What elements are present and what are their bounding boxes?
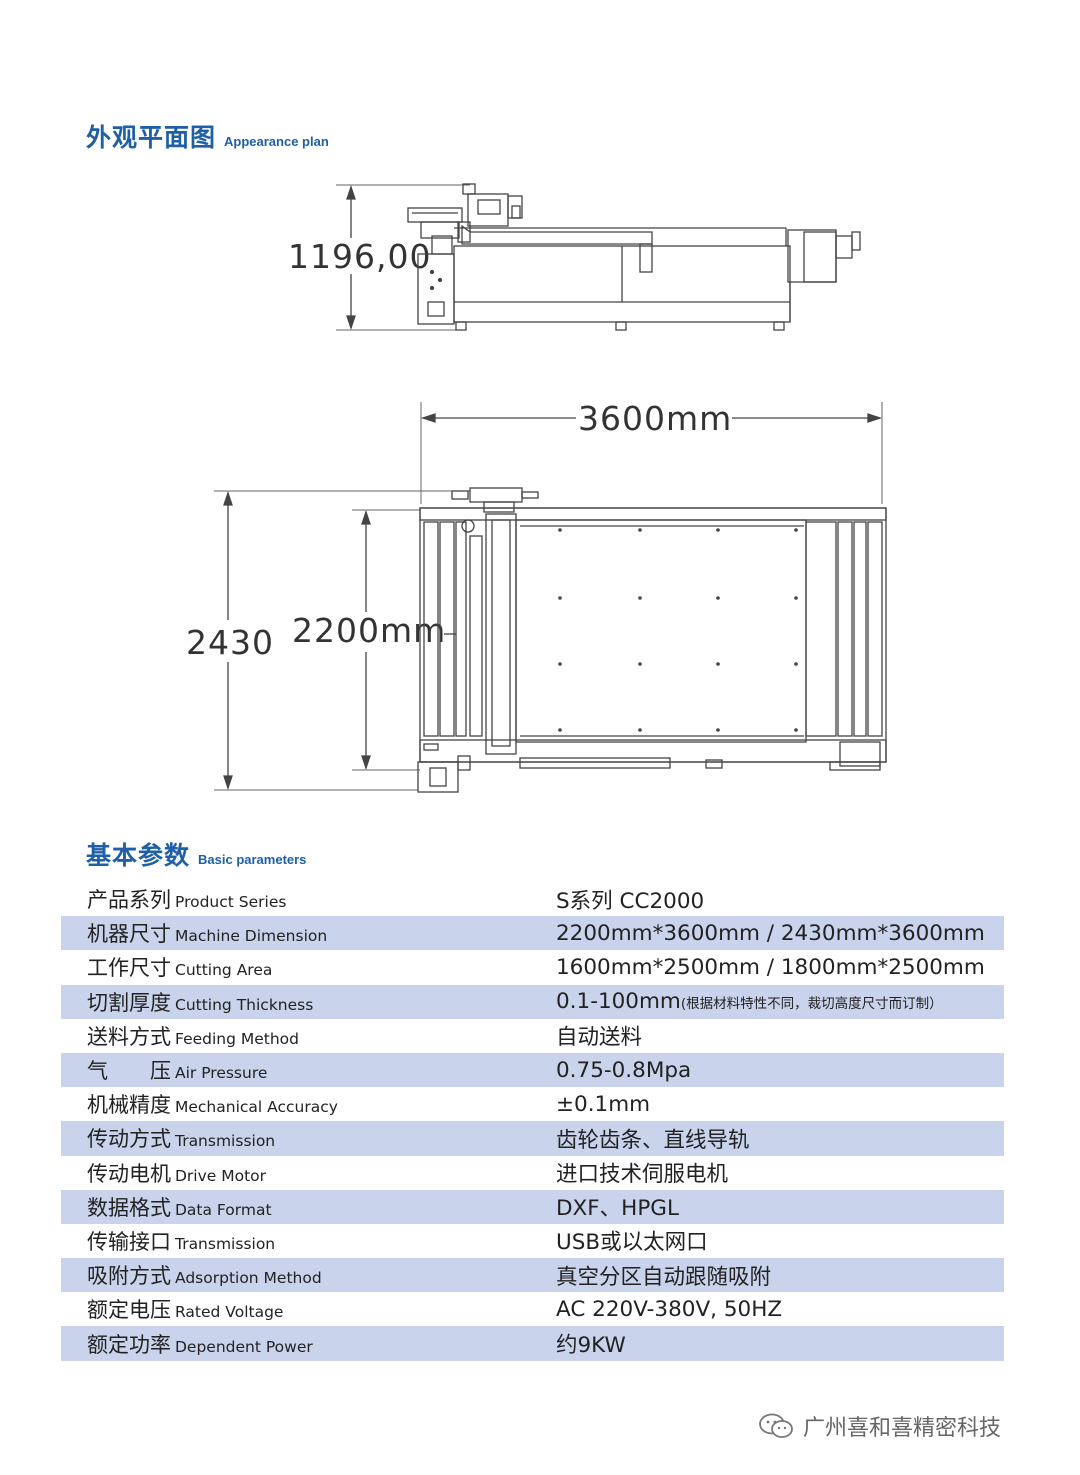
param-label-en: Adsorption Method <box>175 1269 322 1288</box>
param-value: 真空分区自动跟随吸附 <box>556 1264 772 1290</box>
param-value: ±0.1mm <box>556 1091 651 1117</box>
param-value: 1600mm*2500mm / 1800mm*2500mm <box>556 954 985 980</box>
param-value: 进口技术伺服电机 <box>556 1162 729 1188</box>
param-label-zh: 传动电机 <box>87 1161 171 1186</box>
param-label-en: Drive Motor <box>175 1166 267 1185</box>
param-value: 0.75-0.8Mpa <box>556 1057 692 1083</box>
param-label-en: Dependent Power <box>175 1337 313 1356</box>
param-value: 约9KW <box>556 1333 626 1359</box>
param-value: 0.1-100mm(根据材料特性不同，裁切高度尺寸而订制） <box>556 989 943 1014</box>
section-title-zh: 基本参数 <box>86 841 191 870</box>
param-label-zh: 工作尺寸 <box>87 956 171 981</box>
param-label-en: Cutting Area <box>175 961 273 980</box>
basic-parameters-title: 基本参数 Basic parameters <box>86 836 306 872</box>
param-label-zh: 传输接口 <box>87 1229 171 1254</box>
param-label-zh: 机器尺寸 <box>87 922 171 947</box>
param-label-en: Air Pressure <box>175 1064 268 1083</box>
param-label-en: Transmission <box>175 1132 276 1151</box>
param-value: AC 220V-380V, 50HZ <box>556 1296 783 1322</box>
param-value: 自动送料 <box>556 1025 643 1051</box>
param-value: USB或以太网口 <box>556 1230 708 1256</box>
watermark-text: 广州喜和喜精密科技 <box>803 1416 1002 1441</box>
param-label-en: Machine Dimension <box>175 927 328 946</box>
inner-width-label: 2200mm <box>292 611 446 650</box>
param-label-zh: 数据格式 <box>87 1195 171 1220</box>
param-label-en: Product Series <box>175 893 287 912</box>
length-dimension-label: 3600mm <box>578 399 732 438</box>
param-label-en: Cutting Thickness <box>175 995 314 1014</box>
param-label-en: Feeding Method <box>175 1029 300 1048</box>
param-label-zh: 气 压 <box>87 1059 171 1084</box>
param-value-main: 0.1-100mm <box>556 989 681 1015</box>
param-label-en: Rated Voltage <box>175 1303 284 1322</box>
height-dimension-label: 1196,00 <box>288 237 431 276</box>
param-label-zh: 切割厚度 <box>87 990 171 1015</box>
param-label-zh: 额定功率 <box>87 1332 171 1357</box>
param-value: 2200mm*3600mm / 2430mm*3600mm <box>556 920 985 946</box>
param-label-en: Mechanical Accuracy <box>175 1098 338 1117</box>
outer-width-label: 2430 <box>186 623 274 662</box>
param-label-zh: 产品系列 <box>87 888 171 913</box>
param-value-note: (根据材料特性不同，裁切高度尺寸而订制） <box>680 996 943 1013</box>
param-label-zh: 吸附方式 <box>87 1264 171 1289</box>
machine-drawing: 1196,00 <box>184 183 887 793</box>
top-view: 3600mm 2430 2200mm <box>184 398 887 793</box>
param-value: 齿轮齿条、直线导轨 <box>556 1127 750 1153</box>
section-title-zh: 外观平面图 <box>86 123 217 152</box>
param-label-en: Data Format <box>175 1200 272 1219</box>
param-label-zh: 机械精度 <box>87 1093 171 1118</box>
param-label-en: Transmission <box>175 1234 276 1253</box>
param-value: S系列 CC2000 <box>556 888 705 914</box>
param-label-zh: 额定电压 <box>87 1298 171 1323</box>
param-label-zh: 送料方式 <box>87 1024 171 1049</box>
section-title-en: Appearance plan <box>224 134 329 149</box>
side-view: 1196,00 <box>286 183 861 331</box>
wechat-watermark: 广州喜和喜精密科技 <box>757 1410 1001 1442</box>
param-value: DXF、HPGL <box>556 1196 679 1222</box>
wechat-icon <box>759 1413 793 1438</box>
appearance-plan-title: 外观平面图 Appearance plan <box>86 118 329 154</box>
param-label-zh: 传动方式 <box>87 1127 171 1152</box>
section-title-en: Basic parameters <box>198 852 307 867</box>
